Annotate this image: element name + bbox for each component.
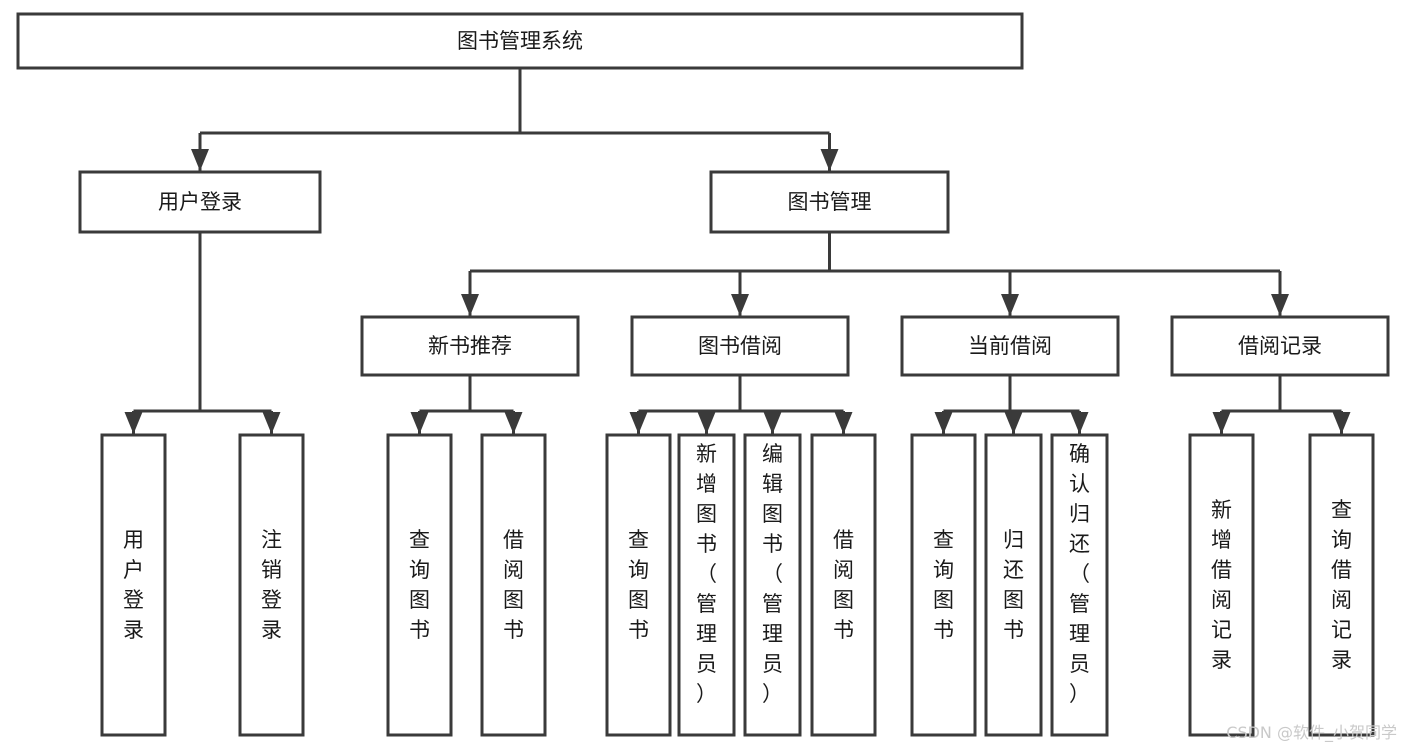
node-current-borrow[interactable]: 当前借阅 bbox=[900, 315, 1120, 377]
node-box bbox=[78, 170, 322, 234]
arrow-head-icon bbox=[504, 412, 523, 434]
node-leaf-user-login[interactable]: 用户登录 bbox=[100, 433, 167, 737]
node-book-management[interactable]: 图书管理 bbox=[709, 170, 950, 234]
node-label: 图书管理 bbox=[788, 190, 872, 214]
node-box bbox=[605, 433, 672, 737]
arrow-head-icon bbox=[820, 149, 839, 171]
node-label: 确认归还（管理员） bbox=[1069, 442, 1090, 706]
node-label: 注销登录 bbox=[261, 528, 282, 642]
arrow-head-icon bbox=[1332, 412, 1351, 434]
node-leaf-query-book-1[interactable]: 查询图书 bbox=[386, 433, 453, 737]
node-box bbox=[360, 315, 580, 377]
arrow-head-icon bbox=[1070, 412, 1089, 434]
node-label: 借阅记录 bbox=[1238, 334, 1322, 358]
arrow-head-icon bbox=[1001, 294, 1019, 316]
node-box bbox=[677, 433, 736, 737]
node-leaf-edit-book[interactable]: 编辑图书（管理员） bbox=[743, 433, 802, 737]
node-leaf-borrow-book-2[interactable]: 借阅图书 bbox=[810, 433, 877, 737]
node-box bbox=[900, 315, 1120, 377]
node-box bbox=[16, 12, 1024, 70]
arrow-head-icon bbox=[410, 412, 429, 434]
node-label: 归还图书 bbox=[1003, 528, 1024, 642]
node-leaf-query-borrow-record[interactable]: 查询借阅记录 bbox=[1308, 433, 1375, 737]
arrow-head-icon bbox=[461, 294, 479, 316]
node-label: 图书管理系统 bbox=[457, 29, 583, 53]
node-label: 新书推荐 bbox=[428, 334, 512, 358]
node-box bbox=[709, 170, 950, 234]
arrow-head-icon bbox=[731, 294, 749, 316]
node-label: 用户登录 bbox=[158, 190, 242, 214]
node-label: 用户登录 bbox=[123, 528, 144, 642]
node-box bbox=[1308, 433, 1375, 737]
arrow-head-icon bbox=[834, 412, 853, 434]
node-label: 查询图书 bbox=[409, 528, 430, 642]
node-leaf-add-book[interactable]: 新增图书（管理员） bbox=[677, 433, 736, 737]
node-box bbox=[743, 433, 802, 737]
arrow-head-icon bbox=[191, 149, 209, 171]
node-box bbox=[630, 315, 850, 377]
arrow-head-icon bbox=[697, 412, 716, 434]
node-leaf-query-book-2[interactable]: 查询图书 bbox=[605, 433, 672, 737]
nodes-layer: 图书管理系统用户登录图书管理新书推荐图书借阅当前借阅借阅记录用户登录注销登录查询… bbox=[16, 12, 1390, 737]
node-borrow-record[interactable]: 借阅记录 bbox=[1170, 315, 1390, 377]
node-leaf-borrow-book-1[interactable]: 借阅图书 bbox=[480, 433, 547, 737]
node-box bbox=[910, 433, 977, 737]
node-box bbox=[1170, 315, 1390, 377]
arrow-head-icon bbox=[124, 412, 143, 434]
node-label: 新增借阅记录 bbox=[1211, 498, 1232, 672]
node-box bbox=[984, 433, 1043, 737]
arrow-head-icon bbox=[1212, 412, 1231, 434]
node-book-borrow[interactable]: 图书借阅 bbox=[630, 315, 850, 377]
node-leaf-confirm-return[interactable]: 确认归还（管理员） bbox=[1050, 433, 1109, 737]
node-box bbox=[1050, 433, 1109, 737]
node-leaf-query-book-3[interactable]: 查询图书 bbox=[910, 433, 977, 737]
node-new-book-recommend[interactable]: 新书推荐 bbox=[360, 315, 580, 377]
node-label: 借阅图书 bbox=[503, 528, 524, 642]
node-label: 图书借阅 bbox=[698, 334, 782, 358]
arrow-head-icon bbox=[1004, 412, 1023, 434]
arrow-head-icon bbox=[934, 412, 953, 434]
node-user-login[interactable]: 用户登录 bbox=[78, 170, 322, 234]
node-label: 查询图书 bbox=[933, 528, 954, 642]
node-box bbox=[386, 433, 453, 737]
node-label: 查询借阅记录 bbox=[1331, 498, 1352, 672]
node-label: 当前借阅 bbox=[968, 334, 1052, 358]
node-box bbox=[480, 433, 547, 737]
node-label: 新增图书（管理员） bbox=[696, 442, 717, 706]
arrow-head-icon bbox=[763, 412, 782, 434]
node-label: 借阅图书 bbox=[833, 528, 854, 642]
node-leaf-logout-login[interactable]: 注销登录 bbox=[238, 433, 305, 737]
arrow-head-icon bbox=[1271, 294, 1289, 316]
connectors-layer bbox=[124, 68, 1351, 434]
arrow-head-icon bbox=[262, 412, 281, 434]
arrow-head-icon bbox=[629, 412, 648, 434]
node-box bbox=[238, 433, 305, 737]
node-box bbox=[100, 433, 167, 737]
watermark-label: CSDN @软件_小贺同学 bbox=[1226, 723, 1397, 742]
node-label: 编辑图书（管理员） bbox=[762, 442, 783, 706]
node-label: 查询图书 bbox=[628, 528, 649, 642]
node-box bbox=[1188, 433, 1255, 737]
node-leaf-add-borrow-record[interactable]: 新增借阅记录 bbox=[1188, 433, 1255, 737]
node-leaf-return-book[interactable]: 归还图书 bbox=[984, 433, 1043, 737]
node-box bbox=[810, 433, 877, 737]
node-root-root[interactable]: 图书管理系统 bbox=[16, 12, 1024, 70]
